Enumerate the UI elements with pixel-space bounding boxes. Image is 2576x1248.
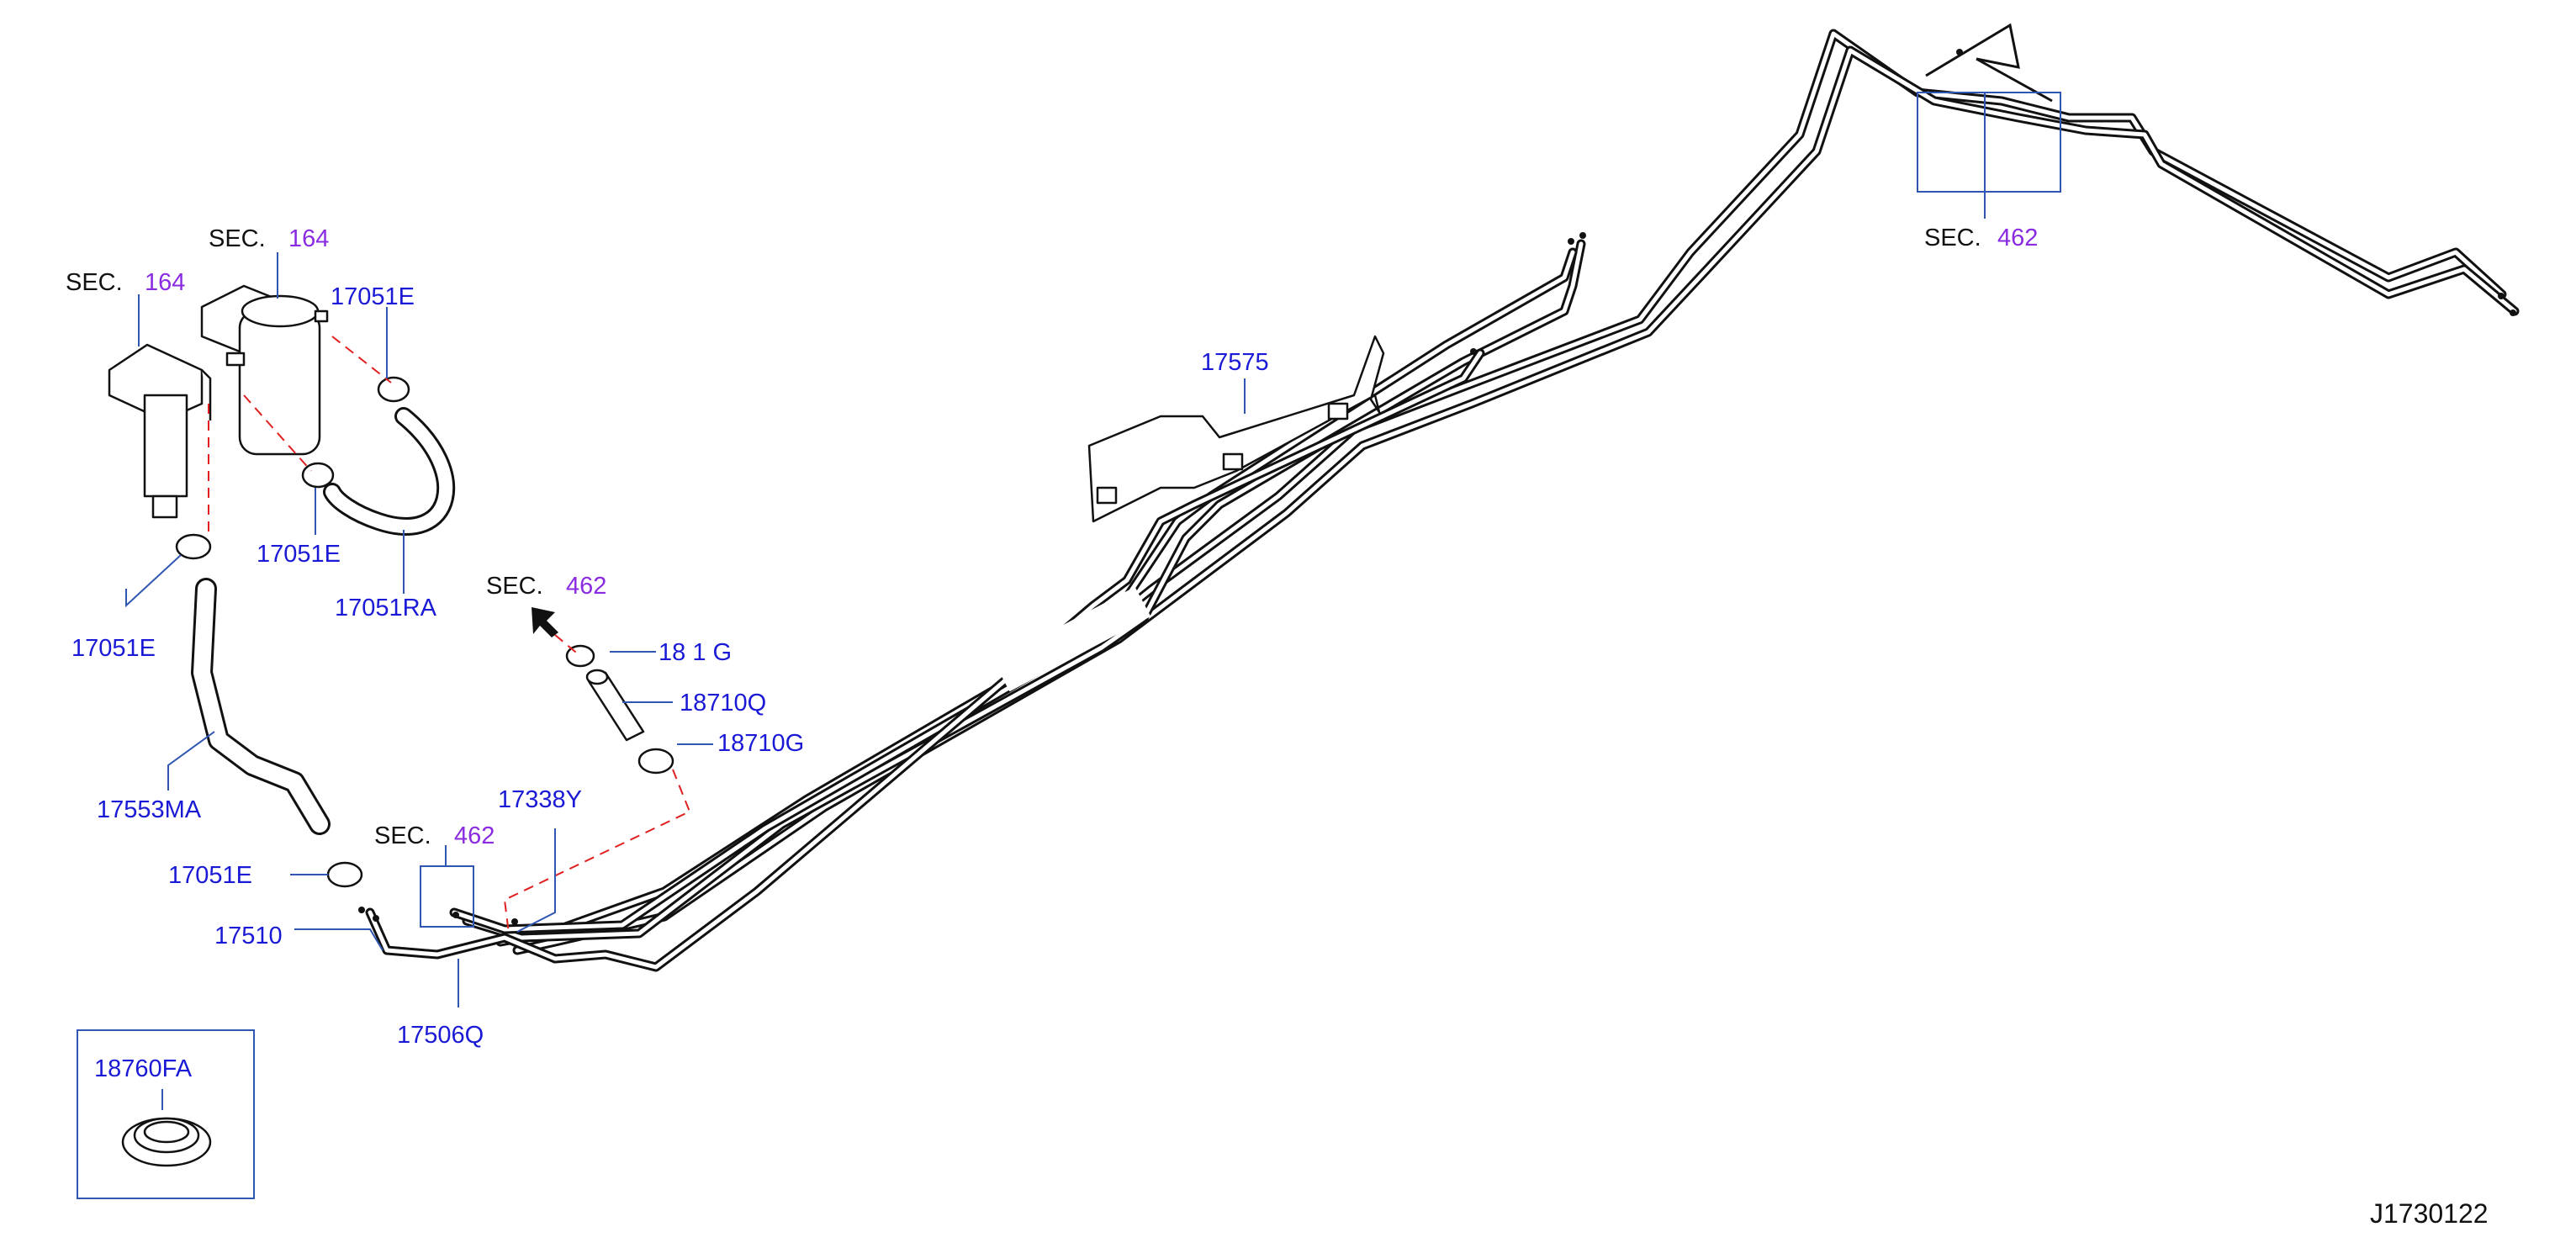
clamp-icon (175, 376, 674, 888)
fuel-tube-short-c (365, 348, 1485, 972)
part-label-18710Q: 18710Q (680, 690, 766, 717)
canister-assembly (200, 284, 329, 456)
dashed-guides (208, 336, 691, 934)
sec-prefix: SEC. (209, 225, 266, 252)
part-label-17051RA: 17051RA (335, 595, 437, 621)
sec-prefix: SEC. (374, 822, 431, 849)
sec-number: 462 (1997, 225, 2038, 251)
part-label-17051E: 17051E (71, 635, 156, 662)
grommet-18760FA (121, 1117, 212, 1167)
hose-17051RA (323, 407, 456, 536)
fuel-tube-short-a (462, 239, 1586, 943)
sec-number: 462 (454, 822, 495, 849)
part-label-17506Q: 17506Q (397, 1022, 484, 1049)
bracket-17575 (1087, 335, 1385, 523)
part-label-17338Y: 17338Y (498, 786, 582, 813)
main-tube-bundle (358, 23, 2520, 972)
part-label-17510: 17510 (214, 923, 283, 949)
part-label-18710G: 18710G (717, 730, 804, 757)
part-label-18710G-partial: 18 1 G (659, 639, 732, 666)
part-label-17051E: 17051E (257, 541, 341, 568)
sec-number: 462 (566, 573, 606, 600)
part-label-18760FA: 18760FA (94, 1055, 193, 1082)
arrow-icon (532, 607, 558, 637)
sec-number: 164 (145, 269, 185, 296)
fuel-filter-assembly (108, 343, 212, 519)
part-label-17575: 17575 (1201, 349, 1269, 376)
sec-prefix: SEC. (1924, 225, 1981, 251)
sec-prefix: SEC. (66, 269, 123, 296)
leader-lines (77, 92, 2061, 1199)
labels: SEC. 164 SEC. 164 17051E 17051E 17051E 1… (66, 225, 2489, 1229)
diagram-code: J1730122 (2370, 1198, 2489, 1229)
sec-prefix: SEC. (486, 573, 543, 600)
fuel-tube-short-b (449, 247, 1578, 934)
part-label-17051E: 17051E (331, 283, 415, 310)
hose-17553MA (191, 578, 331, 835)
sec-number: 164 (288, 225, 329, 252)
filter-18710Q (585, 669, 645, 742)
part-label-17553MA: 17553MA (97, 796, 202, 823)
part-label-17051E: 17051E (168, 862, 252, 889)
